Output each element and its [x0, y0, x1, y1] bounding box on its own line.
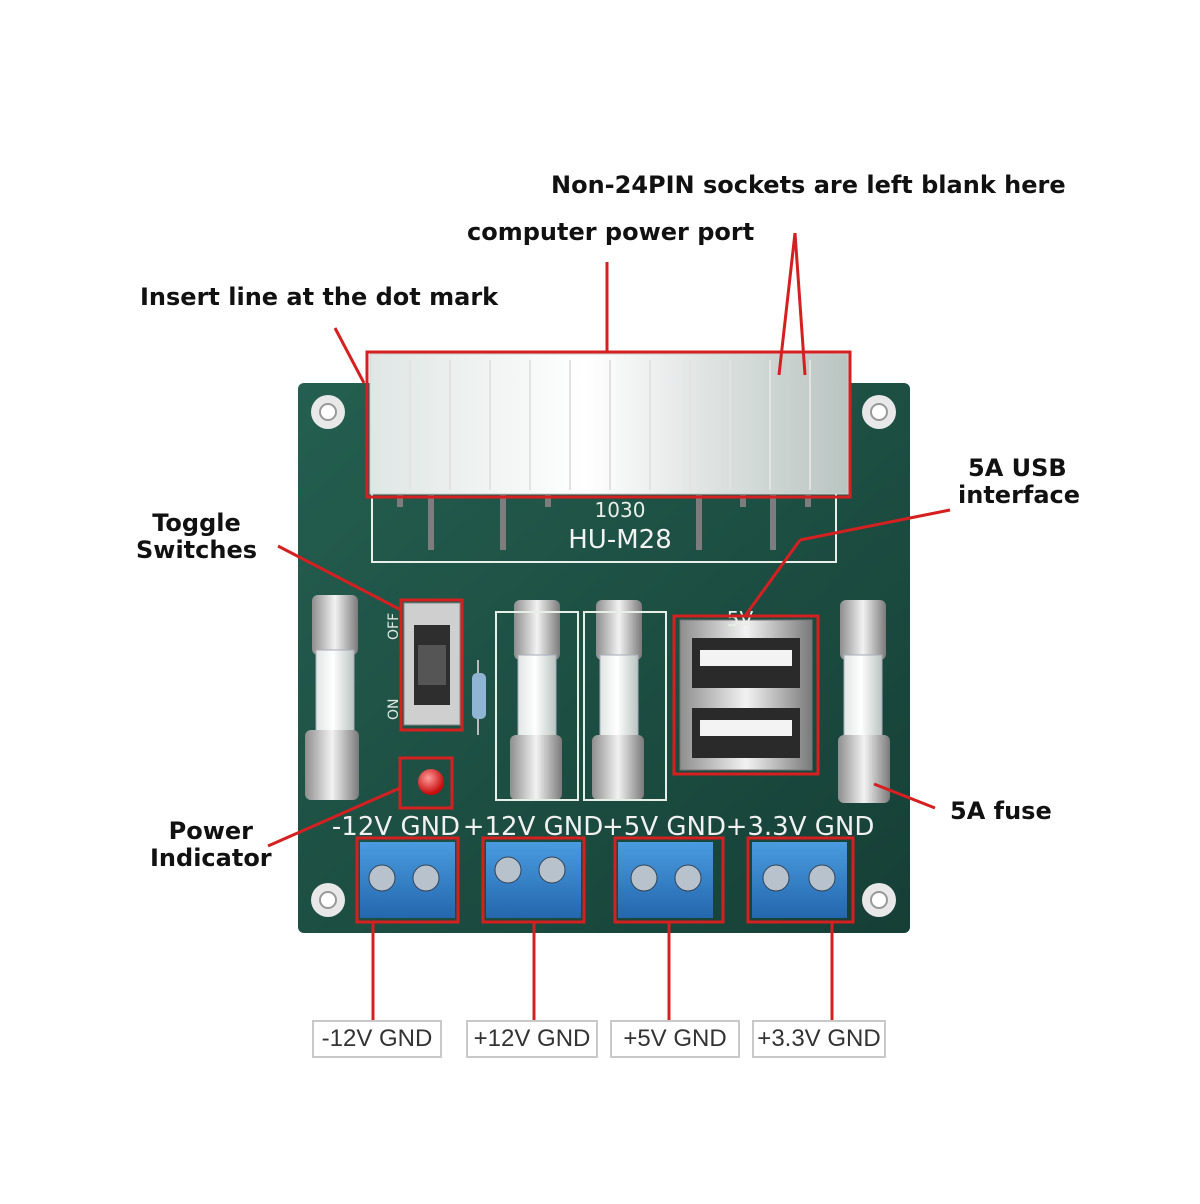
rail-label-pos12v: +12V GND — [466, 1020, 598, 1058]
fuse-icon — [592, 600, 644, 800]
rail-label-pos5v: +5V GND — [610, 1020, 740, 1058]
callout-usb-interface: 5A USB interface — [958, 455, 1080, 509]
annotation-overlay — [267, 232, 951, 1020]
rail-label-pos3v3: +3.3V GND — [752, 1020, 886, 1058]
switch-off-label: OFF — [386, 613, 402, 640]
callout-dot-mark: Insert line at the dot mark — [140, 283, 499, 311]
callout-non24pin: Non-24PIN sockets are left blank here — [551, 171, 1066, 199]
callout-usb-line1: 5A USB — [968, 454, 1067, 482]
callout-usb-line2: interface — [958, 480, 1081, 509]
rail-label-neg12v: -12V GND — [312, 1020, 442, 1058]
atx-24pin-connector — [369, 353, 849, 550]
fuse-icon — [510, 600, 562, 800]
switch-on-label: ON — [386, 699, 402, 721]
callout-power-port: computer power port — [467, 218, 755, 246]
fuse-icon — [838, 600, 890, 803]
callout-power-line2: Indicator — [150, 843, 272, 872]
callout-toggle-line1: Toggle — [152, 509, 241, 537]
callout-power-indicator: Power Indicator — [150, 818, 272, 872]
board-code: 1030 — [595, 498, 646, 522]
screw-terminal-icon — [618, 842, 713, 918]
screw-terminal-icon — [486, 842, 581, 918]
fuse-icon — [305, 595, 359, 800]
callout-toggle-switches: Toggle Switches — [136, 510, 257, 564]
screw-terminal-icon — [360, 842, 455, 918]
resistor-icon — [472, 660, 486, 735]
callout-fuse: 5A fuse — [950, 797, 1052, 825]
mounting-hole-icon — [311, 395, 896, 917]
callout-toggle-line2: Switches — [136, 535, 258, 564]
callout-power-line1: Power — [168, 817, 253, 845]
led-icon — [418, 769, 444, 795]
screw-terminal-icon — [752, 842, 847, 918]
board-model: HU-M28 — [568, 525, 671, 555]
usb-port-icon — [679, 619, 813, 771]
slide-switch-icon — [403, 602, 461, 726]
